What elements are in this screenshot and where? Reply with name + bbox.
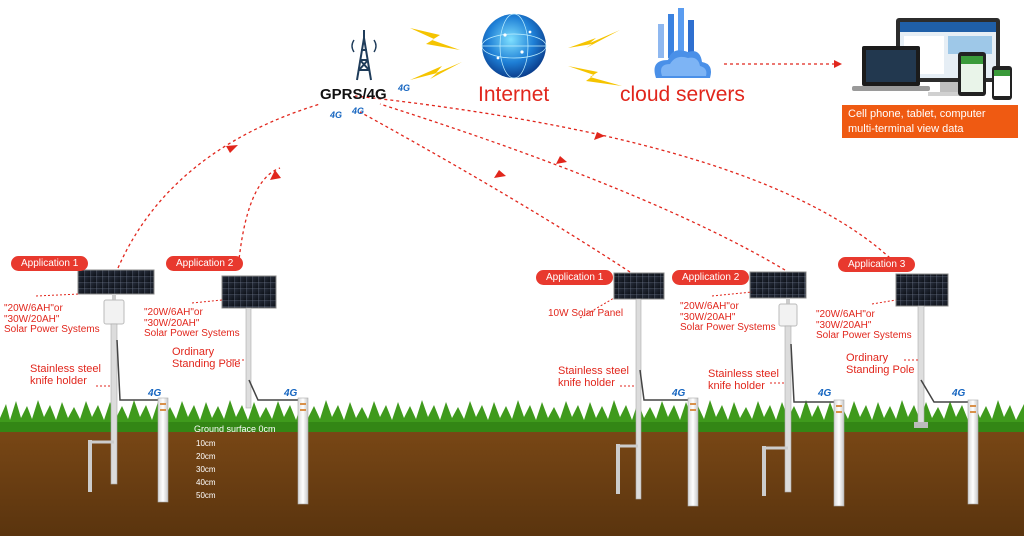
gprs-label: GPRS/4G bbox=[320, 86, 387, 103]
4g-badge: 4G bbox=[398, 83, 411, 93]
depth-label: 20cm bbox=[196, 452, 216, 461]
4g-badge: 4G bbox=[952, 388, 966, 399]
4g-badge: 4G bbox=[148, 388, 162, 399]
soil bbox=[0, 425, 1024, 536]
depth-label: 30cm bbox=[196, 465, 216, 474]
standing-pole-label: Ordinary Standing Pole bbox=[172, 346, 241, 370]
power-system-label: "20W/6AH"or "30W/20AH" Solar Power Syste… bbox=[144, 307, 240, 339]
terminal-caption-box: Cell phone, tablet, computer multi-termi… bbox=[842, 105, 1018, 138]
terminal-caption-line2: multi-terminal view data bbox=[848, 123, 964, 135]
power-system-label: "20W/6AH"or "30W/20AH" Solar Power Syste… bbox=[680, 301, 776, 333]
ground-surface-label: Ground surface 0cm bbox=[194, 424, 276, 434]
station-right-1 bbox=[613, 272, 699, 507]
cell-tower-icon bbox=[351, 30, 377, 81]
knife-holder-label: Stainless steel knife holder bbox=[30, 363, 101, 387]
4g-badge: 4G bbox=[818, 388, 832, 399]
station-right-3 bbox=[895, 273, 979, 505]
application-1-badge: Application 1 bbox=[536, 270, 614, 285]
arrowheads bbox=[226, 60, 842, 180]
depth-label: 40cm bbox=[196, 478, 216, 487]
depth-label: 50cm bbox=[196, 491, 216, 500]
solar-panel-label: 10W Solar Panel bbox=[548, 308, 624, 319]
station-right-2 bbox=[749, 271, 845, 507]
application-3-badge: Application 3 bbox=[838, 257, 916, 272]
lightning-icon bbox=[410, 28, 622, 86]
power-system-label: "20W/6AH"or "30W/20AH" Solar Power Syste… bbox=[4, 303, 100, 335]
station-left-2 bbox=[221, 275, 309, 505]
standing-pole-label: Ordinary Standing Pole bbox=[846, 352, 915, 376]
station-left-1 bbox=[77, 269, 169, 503]
4g-badge: 4G bbox=[330, 110, 343, 120]
internet-globe-icon bbox=[481, 13, 547, 79]
cloud-server-icon bbox=[654, 8, 711, 78]
4g-badge: 4G bbox=[284, 388, 298, 399]
multi-terminal-devices-icon bbox=[852, 18, 1012, 100]
4g-badge: 4G bbox=[672, 388, 686, 399]
4g-badge: 4G bbox=[352, 106, 365, 116]
terminal-caption-line1: Cell phone, tablet, computer bbox=[848, 108, 986, 120]
knife-holder-label: Stainless steel knife holder bbox=[708, 368, 779, 392]
power-system-label: "20W/6AH"or "30W/20AH" Solar Power Syste… bbox=[816, 309, 912, 341]
depth-label: 10cm bbox=[196, 439, 216, 448]
internet-label: Internet bbox=[478, 83, 550, 106]
cloud-servers-label: cloud servers bbox=[620, 83, 745, 106]
label-leaders bbox=[35, 291, 918, 387]
application-1-badge: Application 1 bbox=[11, 256, 89, 271]
data-flow-arrows bbox=[117, 63, 891, 273]
knife-holder-label: Stainless steel knife holder bbox=[558, 365, 629, 389]
application-2-badge: Application 2 bbox=[166, 256, 244, 271]
application-2-badge: Application 2 bbox=[672, 270, 750, 285]
